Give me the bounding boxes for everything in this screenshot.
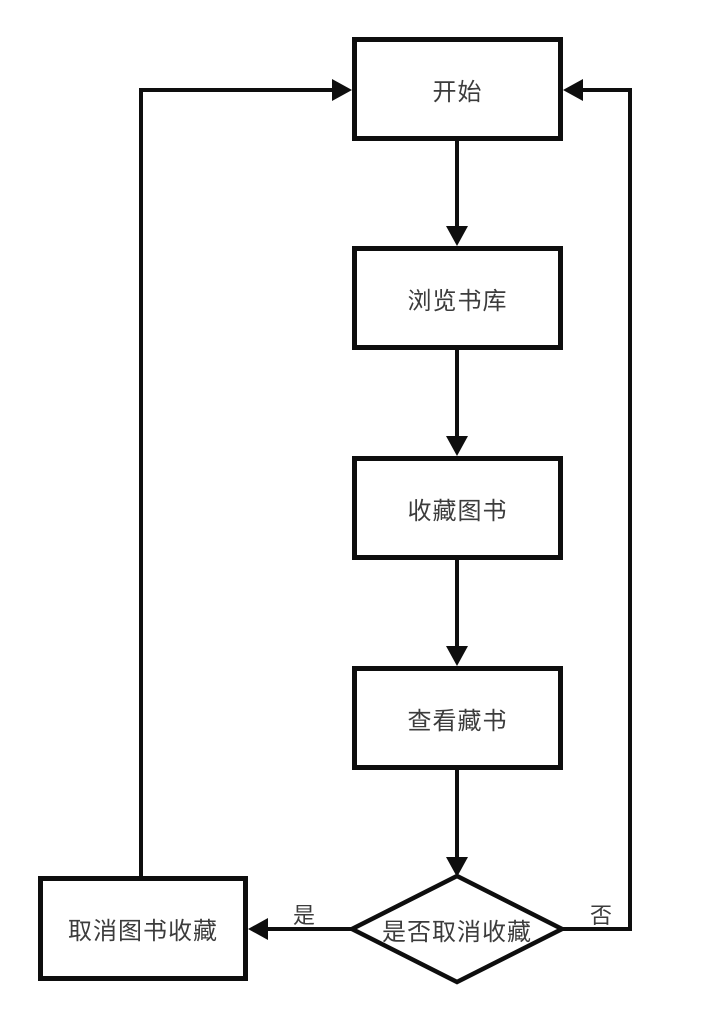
arrow-left-icon (563, 79, 583, 101)
edge-view-decision (446, 770, 468, 877)
edge-browse-collect (446, 350, 468, 456)
edge-label-yes: 是 (292, 903, 315, 928)
edge-collect-view (446, 560, 468, 666)
arrow-left-icon (248, 918, 268, 940)
edge-label-no: 否 (589, 903, 612, 928)
node-browse-library[interactable]: 浏览书库 (352, 246, 563, 350)
decision-diamond-shape[interactable] (347, 873, 567, 985)
edge-cancel-start (139, 79, 352, 876)
node-start-label: 开始 (432, 79, 483, 106)
arrow-right-icon (332, 79, 352, 101)
edge-decision-cancel (248, 918, 352, 940)
node-start[interactable]: 开始 (352, 37, 563, 141)
arrow-down-icon (446, 646, 468, 666)
node-cancel-collection-label: 取消图书收藏 (68, 919, 218, 945)
node-view-collection-label: 查看藏书 (407, 708, 508, 735)
node-collect-books[interactable]: 收藏图书 (352, 456, 563, 560)
node-browse-library-label: 浏览书库 (407, 288, 508, 315)
node-collect-books-label: 收藏图书 (407, 498, 508, 525)
edge-decision-start (562, 79, 632, 931)
arrow-down-icon (446, 857, 468, 877)
arrow-down-icon (446, 436, 468, 456)
node-cancel-collection[interactable]: 取消图书收藏 (38, 876, 248, 981)
node-view-collection[interactable]: 查看藏书 (352, 666, 563, 770)
arrow-down-icon (446, 226, 468, 246)
edge-start-browse (446, 141, 468, 246)
